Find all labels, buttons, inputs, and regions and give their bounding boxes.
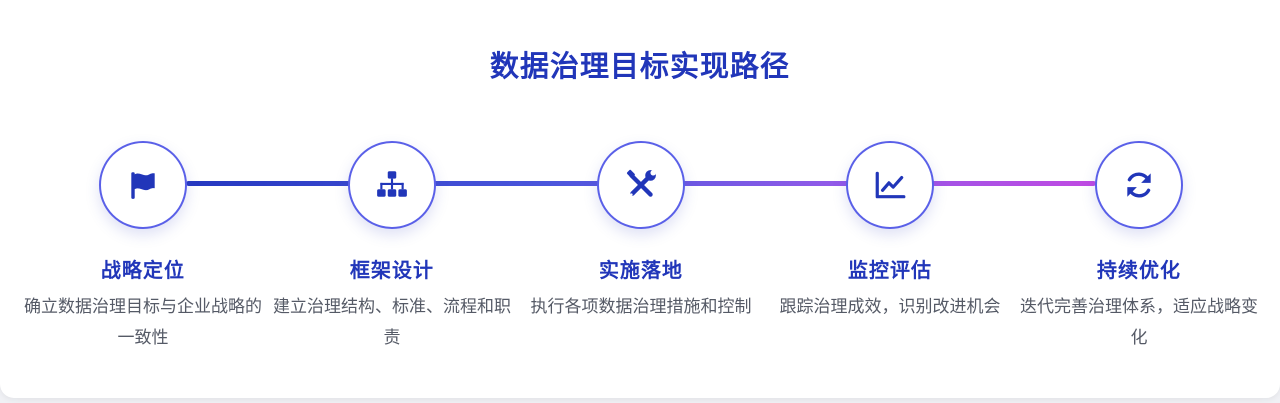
step-icon-circle [1095,141,1183,229]
flag-icon [131,172,155,199]
sync-icon [1127,172,1151,198]
step-monitoring: 监控评估 跟踪治理成效，识别改进机会 [766,141,1014,323]
step-icon-circle [846,141,934,229]
step-title: 战略定位 [101,258,185,282]
step-icon-circle [597,141,685,229]
step-description: 确立数据治理目标与企业战略的一致性 [24,297,262,348]
step-description: 建立治理结构、标准、流程和职责 [273,297,511,348]
step-description: 迭代完善治理体系，适应战略变化 [1020,297,1258,348]
step-implementation: 实施落地 执行各项数据治理措施和控制 [517,141,765,323]
step-title: 框架设计 [350,258,434,282]
step-title: 实施落地 [599,258,683,282]
step-strategy: 战略定位 确立数据治理目标与企业战略的一致性 [19,141,267,354]
page-title: 数据治理目标实现路径 [489,49,790,83]
sitemap-icon [377,171,407,197]
step-framework: 框架设计 建立治理结构、标准、流程和职责 [268,141,516,354]
step-title: 监控评估 [848,258,932,282]
tools-icon [626,169,656,197]
step-title: 持续优化 [1097,258,1181,282]
step-description: 执行各项数据治理措施和控制 [530,297,752,317]
chart-line-icon [875,171,906,199]
step-optimization: 持续优化 迭代完善治理体系，适应战略变化 [1015,141,1263,354]
step-icon-circle [348,141,436,229]
step-description: 跟踪治理成效，识别改进机会 [779,297,1001,317]
step-icon-circle [99,141,187,229]
